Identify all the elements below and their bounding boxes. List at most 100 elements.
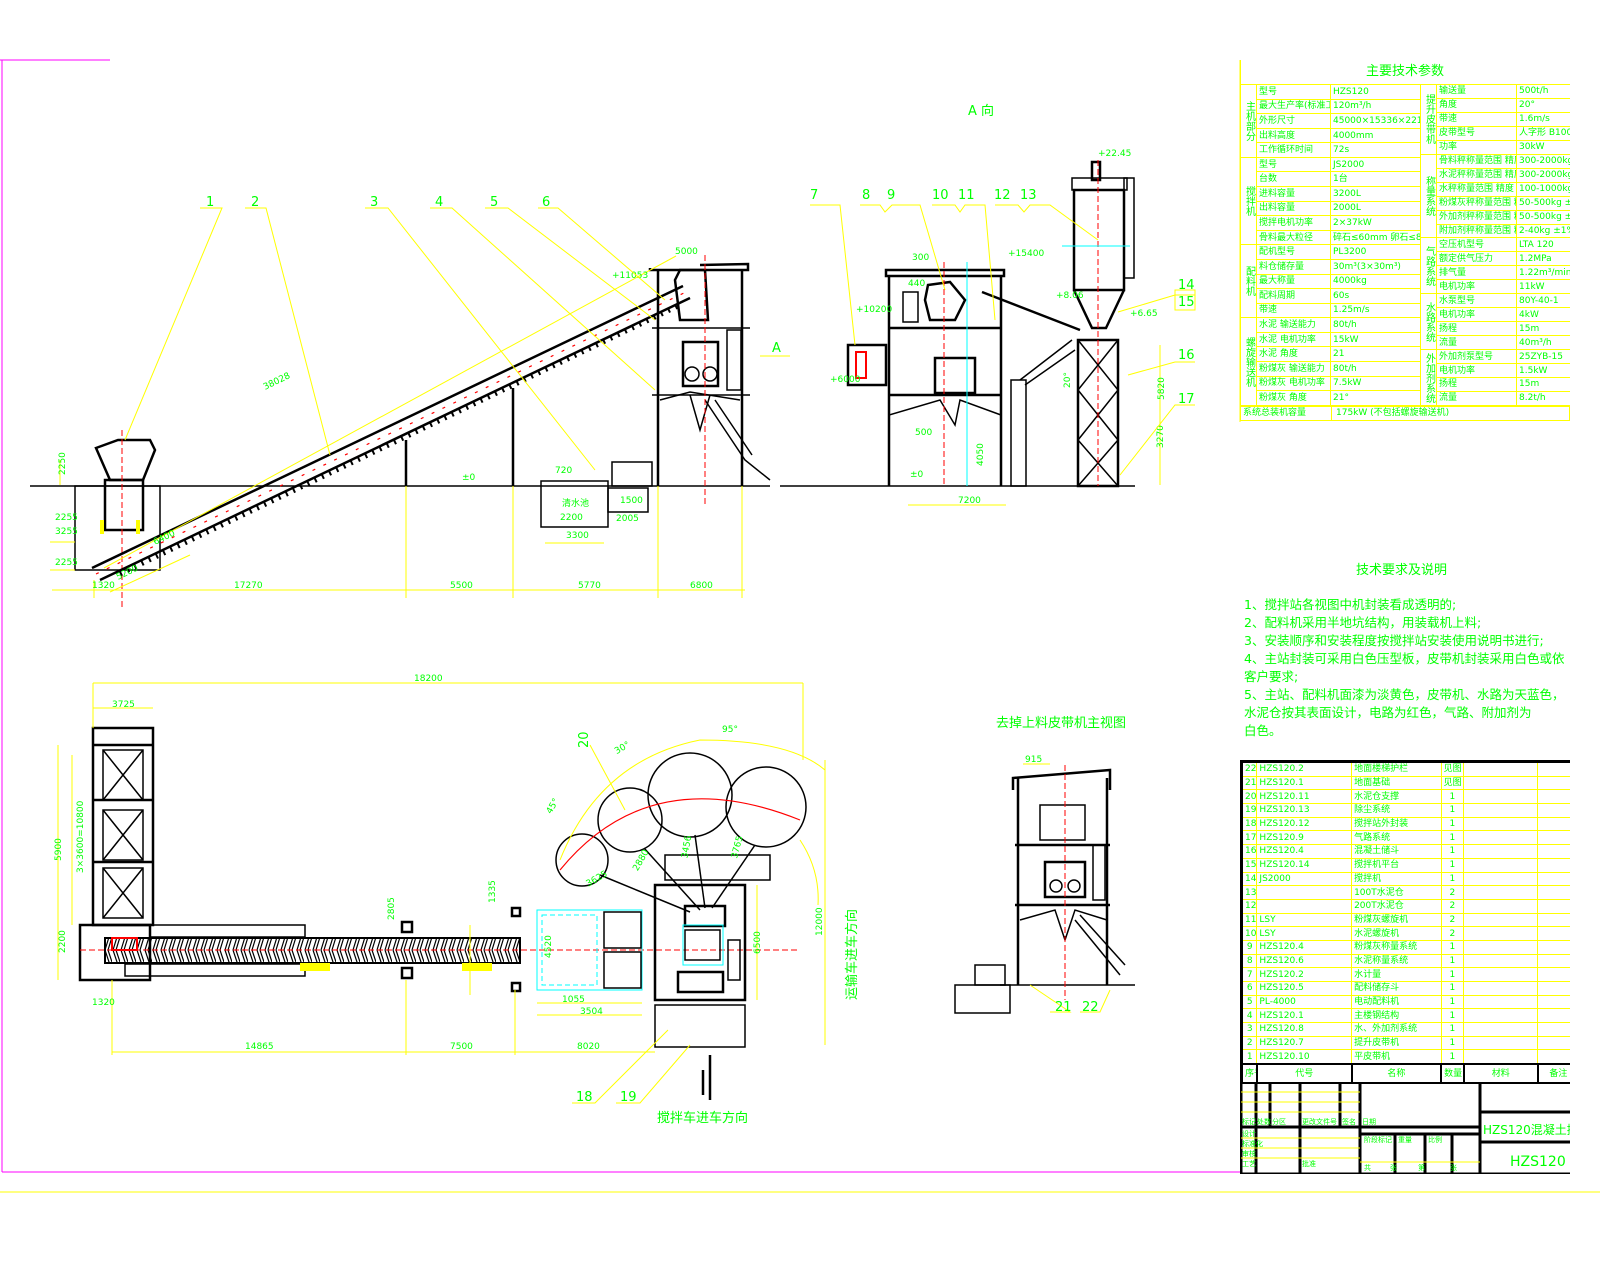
- parts-header-cell: 数量: [1440, 1063, 1465, 1085]
- part-code: [1256, 885, 1353, 900]
- part-no: 16: [1240, 844, 1258, 859]
- dim-text: 500: [915, 428, 932, 438]
- tb-label: 标记: [1242, 1117, 1256, 1126]
- part-code: JS2000: [1256, 871, 1353, 887]
- plan-dimension-lines: [57, 682, 826, 1055]
- note-item: 5、主站、配料机面漆为淡黄色，皮带机、水路为天蓝色，: [1244, 687, 1565, 702]
- part-name: 混凝土储斗: [1351, 844, 1442, 859]
- a-view-leaders: [810, 204, 1196, 476]
- param-value: 1台: [1330, 171, 1421, 188]
- part-name: 地面楼梯护栏: [1351, 761, 1442, 777]
- note-item: 1、搅拌站各视图中机封装看成透明的;: [1244, 597, 1457, 612]
- water-tank: 清水池: [540, 461, 653, 528]
- part-name: 200T水泥仓: [1351, 898, 1442, 914]
- dim-text: 1320: [92, 998, 115, 1008]
- part-name: 搅拌站外封装: [1351, 816, 1442, 832]
- tb-label: 比例: [1428, 1135, 1442, 1144]
- param-name: 皮带型号: [1436, 125, 1517, 141]
- param-value: 500t/h: [1516, 84, 1570, 99]
- part-code: HZS120.10: [1256, 1049, 1353, 1065]
- param-name: 流量: [1436, 335, 1517, 351]
- params-table-left: 主机部分型号HZS120最大生产率(标准工况)120m³/h外形尺寸45000×…: [1240, 84, 1421, 406]
- part-qty: 2: [1440, 926, 1465, 941]
- dim-text: +6.65: [1130, 309, 1158, 319]
- part-no: 11: [1240, 912, 1258, 928]
- part-name: 水泥仓支撑: [1351, 789, 1442, 805]
- dim-text: 3270: [1156, 425, 1166, 448]
- param-value: 2-40kg ±1%: [1516, 223, 1570, 239]
- part-label-7: 7: [810, 188, 818, 203]
- part-material: [1463, 967, 1539, 982]
- param-name: 骨料秤称量范围 精度: [1436, 153, 1517, 169]
- param-value: 30kW: [1516, 139, 1570, 155]
- param-group: 气路系统: [1420, 237, 1437, 295]
- dim-text: 5770: [578, 581, 601, 591]
- part-material: [1463, 926, 1539, 941]
- part-qty: 2: [1440, 885, 1465, 900]
- part-qty: 1: [1440, 1008, 1465, 1024]
- param-name: 扬程: [1436, 377, 1517, 392]
- param-group: 提升皮带机: [1420, 84, 1437, 155]
- tb-label: 处数: [1257, 1117, 1271, 1126]
- param-value: 40m³/h: [1516, 335, 1570, 351]
- drawing-code: HZS120: [1510, 1154, 1566, 1170]
- param-name: 水泥秤称量范围 精度: [1436, 167, 1517, 183]
- part-remark: [1537, 830, 1570, 846]
- dim-text: 3×3600=10800: [76, 800, 86, 873]
- part-qty: 1: [1440, 816, 1465, 832]
- part-label-5: 5: [490, 195, 498, 210]
- tb-label: 审核: [1242, 1149, 1256, 1158]
- param-name: 工作循环时间: [1256, 142, 1331, 158]
- part-qty: 1: [1440, 803, 1465, 818]
- tb-label: 张: [1450, 1163, 1457, 1172]
- part-label-8: 8: [862, 188, 870, 203]
- part-label-2: 2: [251, 195, 259, 210]
- part-remark: [1537, 1022, 1570, 1037]
- param-value: 45000×15336×22140mm: [1330, 113, 1421, 129]
- param-group: 外加剂系统: [1420, 349, 1437, 406]
- part-label-19: 19: [620, 1090, 637, 1105]
- part-code: HZS120.6: [1256, 953, 1353, 969]
- part-material: [1463, 1035, 1539, 1051]
- param-value: 人字形 B1000: [1516, 125, 1570, 141]
- param-value: 21°: [1330, 390, 1421, 406]
- param-name: 附加剂秤称量范围 精度: [1436, 223, 1517, 239]
- part-label-20: 20: [577, 731, 592, 748]
- a-view: A 向 +22.45 300 +15400 +10200 440 +8.06 +…: [780, 103, 1196, 506]
- param-value: 300-2000kg ±1%: [1516, 167, 1570, 183]
- part-label-17: 17: [1178, 392, 1195, 407]
- part-label-22: 22: [1082, 1000, 1099, 1015]
- tb-label: 分区: [1272, 1117, 1286, 1126]
- param-value: 1.2MPa: [1516, 251, 1570, 267]
- part-remark: [1537, 857, 1570, 873]
- dim-text: +10200: [856, 305, 892, 315]
- dim-text: ±0: [910, 470, 924, 480]
- tb-label: 张: [1390, 1163, 1397, 1172]
- part-label-15: 15: [1178, 295, 1195, 310]
- param-value: 4000kg: [1330, 273, 1421, 290]
- dim-text: +6000: [830, 375, 861, 385]
- param-name: 型号: [1256, 84, 1331, 100]
- param-name: 水泥 输送能力: [1256, 317, 1331, 333]
- param-value: 21: [1330, 346, 1421, 362]
- part-code: PL-4000: [1256, 994, 1353, 1010]
- part-no: 12: [1240, 898, 1258, 914]
- part-no: 20: [1240, 789, 1258, 805]
- part-remark: [1537, 1008, 1570, 1024]
- param-name: 扬程: [1436, 321, 1517, 337]
- param-value: 50-500kg ±1%: [1516, 195, 1570, 211]
